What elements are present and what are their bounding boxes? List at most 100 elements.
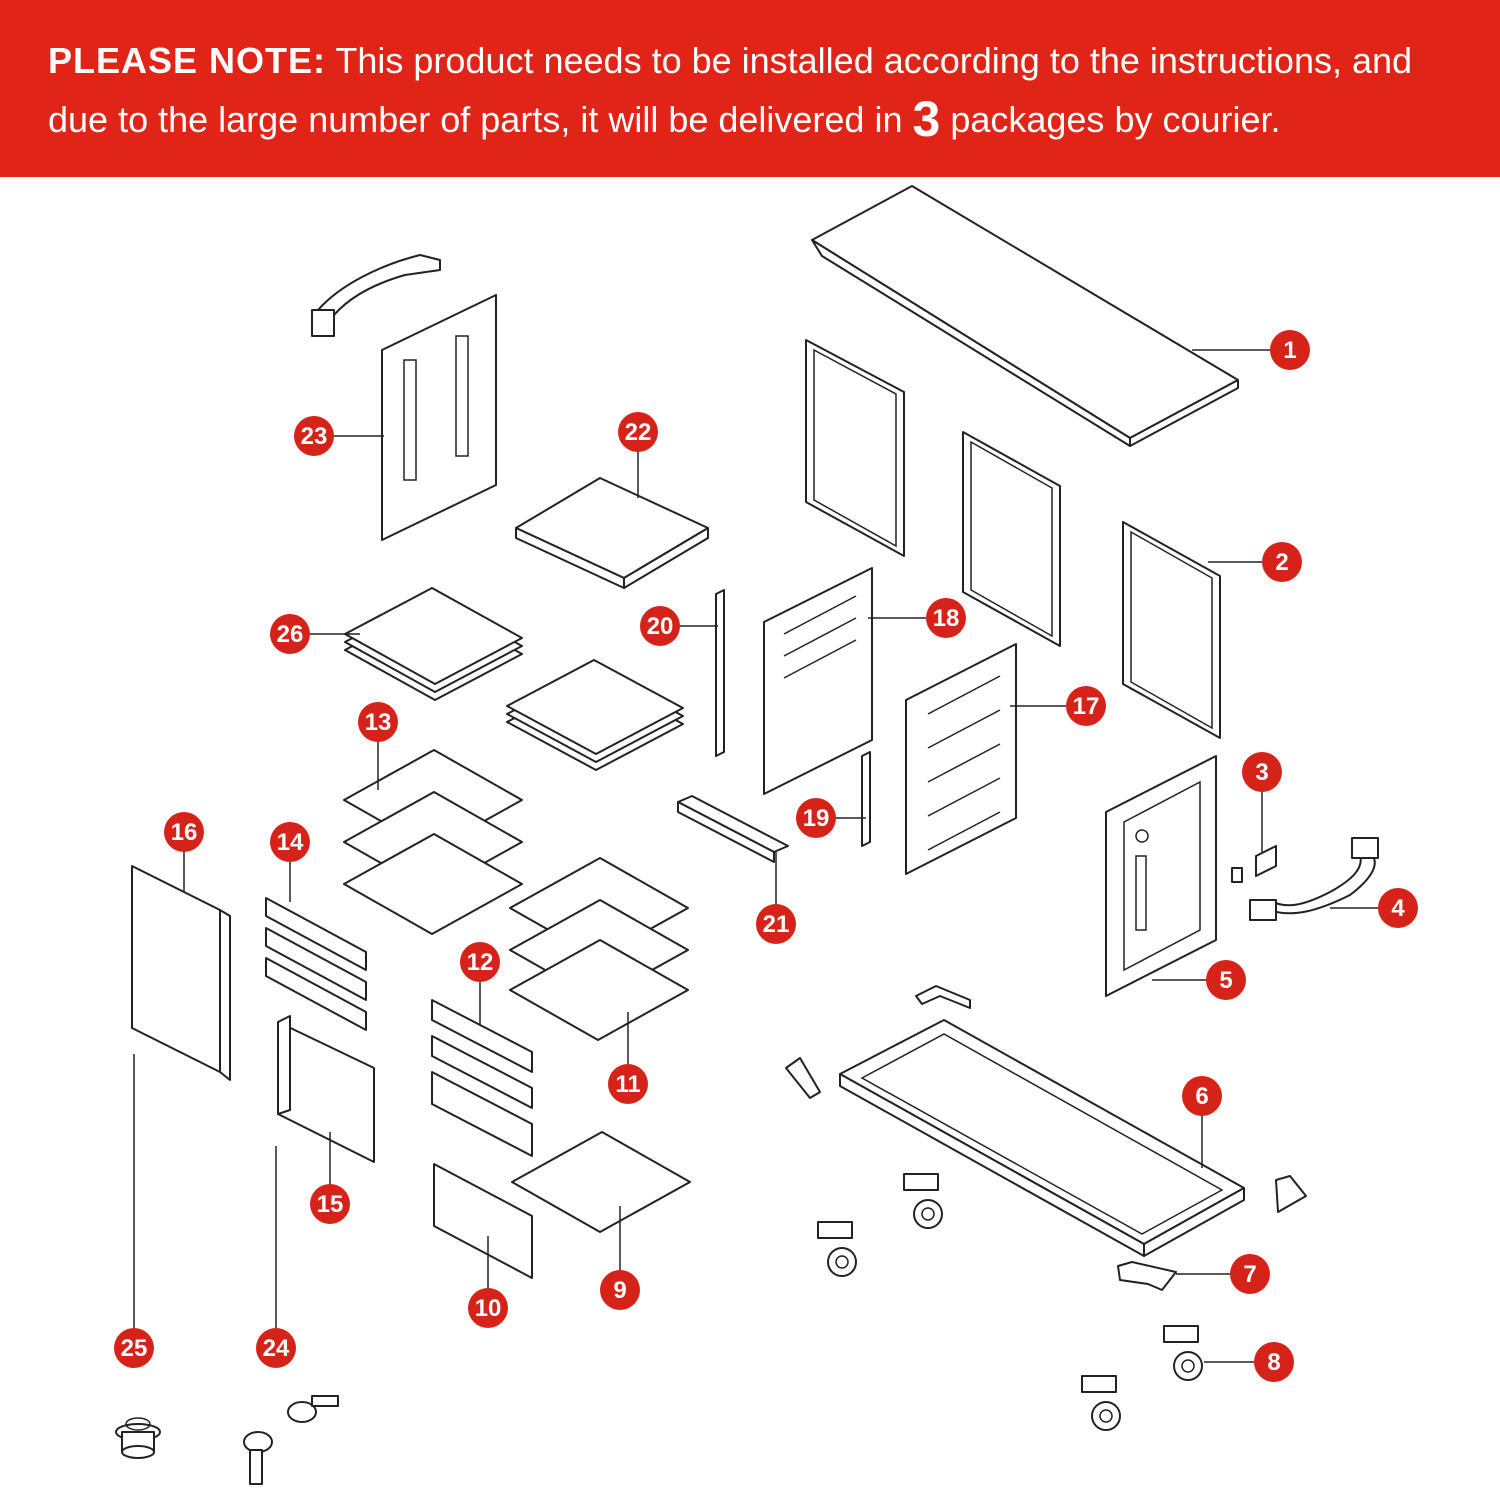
part-marker-26: 26: [270, 614, 310, 654]
marker-circle: [310, 1184, 350, 1224]
part-7-foot: [1117, 1261, 1177, 1291]
part-corner-brackets: [785, 985, 1307, 1213]
part-21-bar: [677, 795, 789, 863]
part-4-handle: [1249, 837, 1379, 921]
part-marker-14: 14: [270, 822, 310, 862]
marker-number: 20: [647, 613, 674, 640]
marker-circle: [618, 412, 658, 452]
marker-circle: [468, 1288, 508, 1328]
part-14-drawer-fronts: [265, 897, 367, 1031]
part-marker-21: 21: [756, 904, 796, 944]
marker-number: 25: [121, 1335, 148, 1362]
part-6-base-frame: [839, 1019, 1245, 1257]
marker-number: 8: [1267, 1349, 1280, 1376]
marker-circle: [1262, 542, 1302, 582]
exploded-parts-diagram: 1234567891011121314151617181920212223242…: [114, 185, 1418, 1485]
part-23-side-frame: [311, 254, 497, 541]
part-16-door: [131, 865, 231, 1081]
marker-number: 24: [263, 1335, 290, 1362]
marker-circle: [1066, 686, 1106, 726]
marker-number: 2: [1275, 549, 1288, 576]
part-marker-17: 17: [1066, 686, 1106, 726]
part-12-drawer-fronts: [431, 999, 533, 1157]
marker-circle: [1206, 960, 1246, 1000]
marker-number: 4: [1391, 895, 1405, 922]
package-count: 3: [912, 91, 941, 147]
part-markers: 1234567891011121314151617181920212223242…: [114, 330, 1418, 1382]
part-marker-15: 15: [310, 1184, 350, 1224]
marker-circle: [460, 942, 500, 982]
marker-number: 6: [1195, 1083, 1208, 1110]
marker-number: 26: [277, 621, 304, 648]
notice-text-1: This product needs to be installed accor…: [335, 40, 1413, 81]
marker-circle: [756, 904, 796, 944]
part-marker-2: 2: [1262, 542, 1302, 582]
marker-number: 23: [301, 423, 328, 450]
part-marker-1: 1: [1270, 330, 1310, 370]
marker-circle: [608, 1064, 648, 1104]
part-marker-11: 11: [608, 1064, 648, 1104]
marker-number: 1: [1283, 337, 1296, 364]
marker-circle: [796, 798, 836, 838]
marker-number: 5: [1219, 967, 1232, 994]
part-marker-10: 10: [468, 1288, 508, 1328]
part-2-panels: [805, 339, 1221, 739]
marker-number: 11: [615, 1071, 640, 1098]
part-26-plates: [344, 587, 684, 771]
marker-circle: [1182, 1076, 1222, 1116]
marker-number: 3: [1255, 759, 1268, 786]
marker-number: 18: [933, 605, 960, 632]
part-marker-8: 8: [1254, 1342, 1294, 1382]
marker-circle: [1242, 752, 1282, 792]
notice-banner: PLEASE NOTE: This product needs to be in…: [0, 0, 1500, 177]
part-marker-7: 7: [1230, 1254, 1270, 1294]
marker-number: 10: [475, 1295, 502, 1322]
marker-number: 9: [613, 1277, 626, 1304]
part-13-drawer-bases: [343, 749, 523, 935]
marker-number: 13: [365, 709, 392, 736]
part-marker-6: 6: [1182, 1076, 1222, 1116]
marker-number: 19: [803, 805, 830, 832]
part-9-drawer-base: [511, 1131, 691, 1233]
part-marker-25: 25: [114, 1328, 154, 1368]
marker-number: 17: [1073, 693, 1100, 720]
marker-circle: [294, 416, 334, 456]
part-marker-3: 3: [1242, 752, 1282, 792]
part-20-rail: [715, 589, 725, 757]
part-3-bracket: [1231, 845, 1277, 883]
notice-line-1: PLEASE NOTE: This product needs to be in…: [48, 40, 1412, 82]
marker-circle: [256, 1328, 296, 1368]
marker-number: 14: [277, 829, 304, 856]
marker-number: 16: [171, 819, 198, 846]
part-18-drawer-frame: [763, 567, 873, 795]
part-8-casters: [817, 1173, 1203, 1431]
marker-circle: [640, 606, 680, 646]
notice-text-3: packages by courier.: [950, 99, 1281, 140]
part-15-door: [277, 1015, 375, 1163]
marker-circle: [270, 822, 310, 862]
part-22-shelf: [515, 477, 709, 589]
marker-circle: [1270, 330, 1310, 370]
part-10-drawer-front: [433, 1163, 533, 1279]
part-11-drawer-bases: [509, 857, 689, 1041]
notice-line-2: due to the large number of parts, it wil…: [48, 90, 1281, 148]
part-marker-19: 19: [796, 798, 836, 838]
marker-circle: [1230, 1254, 1270, 1294]
part-marker-20: 20: [640, 606, 680, 646]
part-marker-4: 4: [1378, 888, 1418, 928]
marker-circle: [1254, 1342, 1294, 1382]
part-marker-24: 24: [256, 1328, 296, 1368]
part-marker-9: 9: [600, 1270, 640, 1310]
marker-circle: [1378, 888, 1418, 928]
marker-circle: [270, 614, 310, 654]
part-marker-12: 12: [460, 942, 500, 982]
part-marker-13: 13: [358, 702, 398, 742]
part-24-keys: [243, 1395, 339, 1485]
part-marker-16: 16: [164, 812, 204, 852]
part-marker-5: 5: [1206, 960, 1246, 1000]
marker-circle: [926, 598, 966, 638]
marker-number: 21: [763, 911, 790, 938]
part-1-worktop: [811, 185, 1239, 447]
part-marker-22: 22: [618, 412, 658, 452]
part-marker-18: 18: [926, 598, 966, 638]
